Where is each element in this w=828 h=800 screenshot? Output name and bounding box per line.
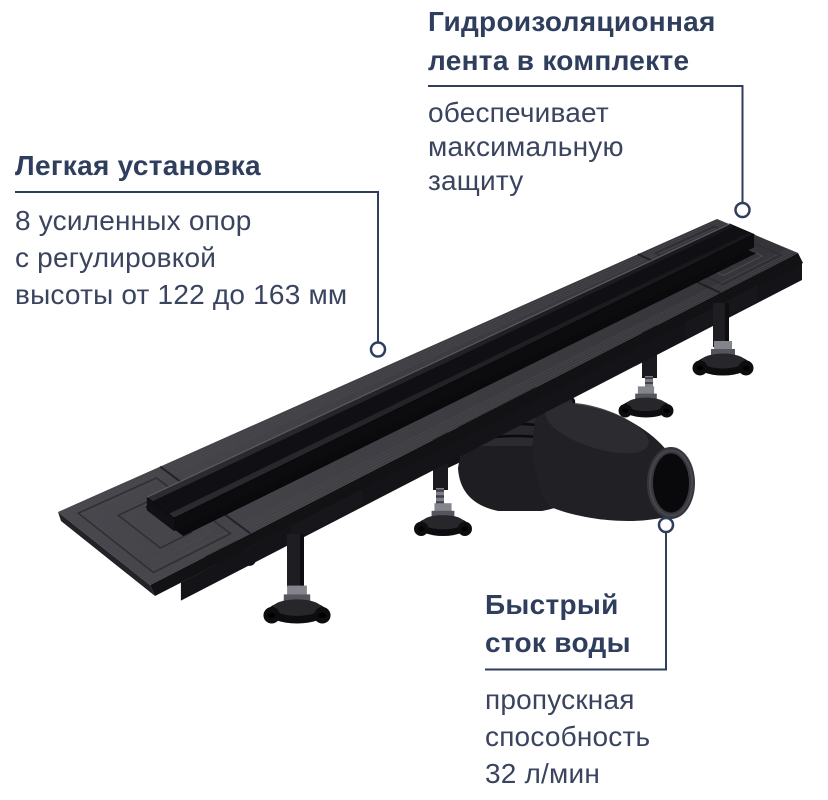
adjustable-legs-front [263, 285, 757, 624]
callout-easy-install-body: 8 усиленных опор с регулировкой высоты о… [15, 202, 415, 313]
callout-body-line: 32 л/мин [485, 758, 600, 789]
callout-body-line: обеспечивает [428, 97, 609, 128]
callout-body-line: защиту [428, 165, 524, 196]
callout-waterproof-tape: Гидроизоляционная лента в комплекте обес… [428, 2, 788, 198]
callout-fast-drain: Быстрый сток воды пропускная способность… [485, 586, 805, 792]
callout-waterproof-tape-title: Гидроизоляционная лента в комплекте [428, 2, 788, 80]
callout-body-line: высоты от 122 до 163 мм [15, 279, 348, 310]
callout-title-line: Быстрый [485, 589, 619, 620]
callout-waterproof-tape-body: обеспечивает максимальную защиту [428, 96, 788, 198]
callout-body-line: способность [485, 721, 651, 752]
callout-line-easy-install [15, 191, 379, 342]
callout-marker-fast-drain [657, 516, 675, 534]
callout-fast-drain-body: пропускная способность 32 л/мин [485, 681, 805, 792]
callout-body-line: пропускная [485, 684, 635, 715]
callout-title-line: Легкая установка [15, 150, 261, 181]
callout-easy-install: Легкая установка 8 усиленных опор с регу… [15, 146, 415, 313]
callout-fast-drain-title: Быстрый сток воды [485, 586, 805, 662]
callout-title-line: сток воды [485, 627, 631, 658]
callout-body-line: 8 усиленных опор [15, 205, 252, 236]
callout-marker-waterproof-tape [734, 201, 751, 219]
callout-line-fast-drain [485, 532, 667, 671]
callout-marker-easy-install [369, 341, 387, 358]
callout-body-line: с регулировкой [15, 242, 217, 273]
callout-body-line: максимальную [428, 131, 624, 162]
callout-title-line: Гидроизоляционная [428, 6, 716, 37]
callout-lines [15, 85, 751, 671]
callout-easy-install-title: Легкая установка [15, 146, 415, 185]
drain-grate [146, 223, 756, 532]
callout-title-line: лента в комплекте [428, 45, 690, 76]
callout-line-waterproof-tape [428, 85, 744, 203]
